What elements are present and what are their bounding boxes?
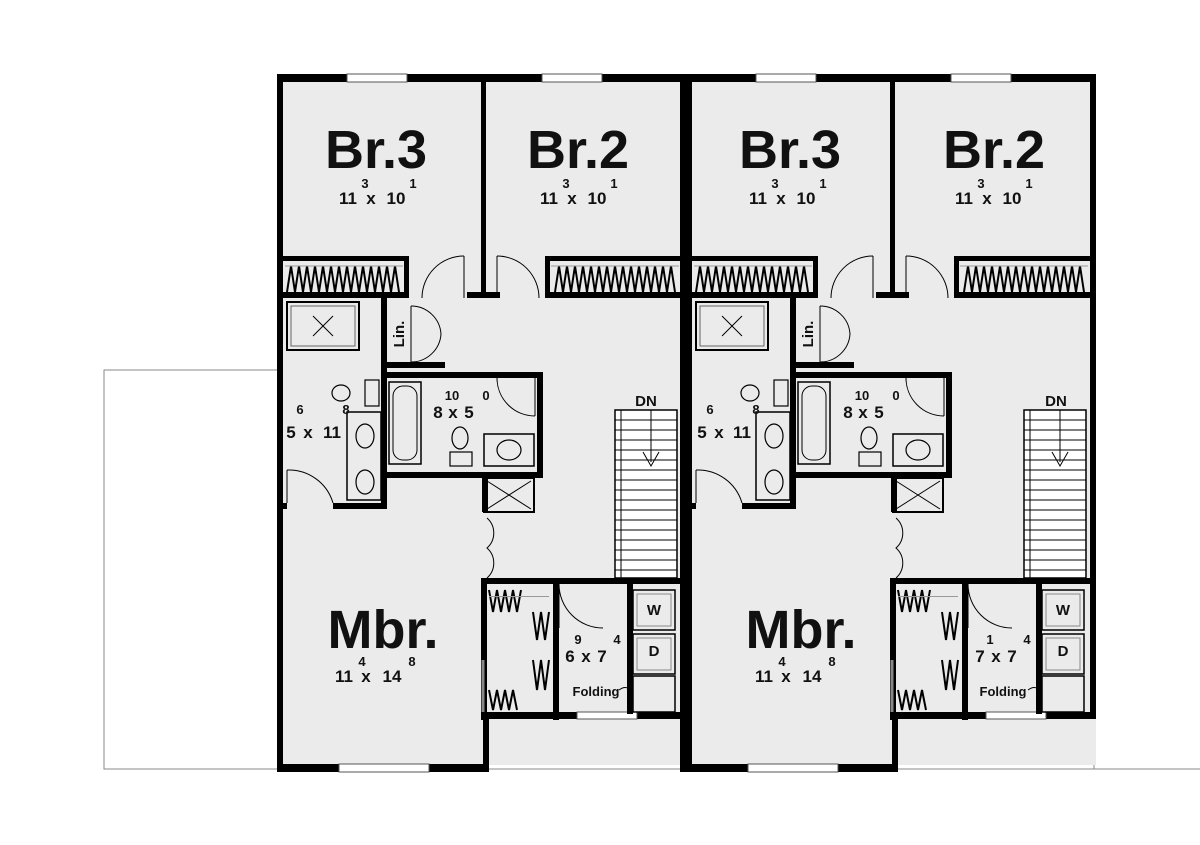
stair-dn-label: DN: [635, 393, 657, 410]
br3-width: 11: [339, 189, 357, 208]
br2-depth-in: 1: [610, 176, 617, 191]
bath2-x: x: [858, 403, 868, 422]
br3-width-in: 3: [361, 176, 368, 191]
laundry-width-in: 9: [574, 632, 581, 647]
bath2-depth-in: 0: [482, 388, 489, 403]
folding-label: Folding: [573, 684, 620, 699]
stair-dn-label: DN: [1045, 393, 1067, 410]
bath1-x: x: [303, 423, 313, 442]
dryer-label: D: [649, 643, 660, 660]
mbr-depth: 14: [383, 667, 402, 686]
laundry-depth-in: 4: [1023, 632, 1031, 647]
br2-width: 11: [955, 189, 973, 208]
bath1-depth: 11: [323, 423, 341, 442]
mbr-width-in: 4: [358, 654, 366, 669]
bath1-depth-in: 8: [752, 402, 759, 417]
mbr-width: 11: [755, 667, 773, 686]
br2-depth: 10: [588, 189, 607, 208]
bath2-depth: 5: [874, 403, 883, 422]
br2-width-in: 3: [977, 176, 984, 191]
br3-depth-in: 1: [819, 176, 826, 191]
laundry-width: 7: [975, 647, 984, 666]
laundry-x: x: [991, 647, 1001, 666]
unit-2-labels: Br.3 11 3 x 10 1 Br.2 11 3 x 10 1 Lin. 6…: [697, 120, 1071, 699]
dryer-label: D: [1058, 643, 1069, 660]
mbr-depth-in: 8: [828, 654, 835, 669]
br2-width-in: 3: [562, 176, 569, 191]
laundry-width-in: 1: [986, 632, 993, 647]
br2-x: x: [982, 189, 992, 208]
bath2-depth-in: 0: [892, 388, 899, 403]
bath2-width: 8: [433, 403, 442, 422]
mbr-label: Mbr.: [745, 600, 856, 660]
mbr-depth-in: 8: [408, 654, 415, 669]
mbr-label: Mbr.: [327, 600, 438, 660]
bath1-width-in: 6: [296, 402, 303, 417]
bath1-width: 5: [697, 423, 706, 442]
laundry-depth: 7: [1007, 647, 1016, 666]
mbr-x: x: [361, 667, 371, 686]
br3-width: 11: [749, 189, 767, 208]
br3-label: Br.3: [325, 120, 427, 180]
bath1-width: 5: [286, 423, 295, 442]
br2-label: Br.2: [527, 120, 629, 180]
laundry-width: 6: [565, 647, 574, 666]
br3-label: Br.3: [739, 120, 841, 180]
mbr-width-in: 4: [778, 654, 786, 669]
mbr-width: 11: [335, 667, 353, 686]
bath2-x: x: [448, 403, 458, 422]
bath2-width-in: 10: [445, 388, 459, 403]
unit-1-labels: Br.3 11 3 x 10 1 Br.2 11 3 x 10 1 Lin. 6…: [286, 120, 662, 699]
br2-x: x: [567, 189, 577, 208]
br3-depth-in: 1: [409, 176, 416, 191]
linen-label: Lin.: [800, 321, 817, 348]
folding-label: Folding: [980, 684, 1027, 699]
br2-depth-in: 1: [1025, 176, 1032, 191]
party-wall: [680, 74, 692, 772]
bath2-depth: 5: [464, 403, 473, 422]
br3-width-in: 3: [771, 176, 778, 191]
bath2-width-in: 10: [855, 388, 869, 403]
washer-label: W: [1056, 602, 1071, 619]
washer-label: W: [647, 602, 662, 619]
br2-width: 11: [540, 189, 558, 208]
laundry-depth: 7: [597, 647, 606, 666]
linen-label: Lin.: [391, 321, 408, 348]
bath1-depth: 11: [733, 423, 751, 442]
mbr-depth: 14: [803, 667, 822, 686]
bath1-width-in: 6: [706, 402, 713, 417]
mbr-x: x: [781, 667, 791, 686]
br2-label: Br.2: [943, 120, 1045, 180]
br2-depth: 10: [1003, 189, 1022, 208]
br3-x: x: [366, 189, 376, 208]
br3-depth: 10: [797, 189, 816, 208]
laundry-depth-in: 4: [613, 632, 621, 647]
bath1-x: x: [714, 423, 724, 442]
br3-depth: 10: [387, 189, 406, 208]
bath1-depth-in: 8: [342, 402, 349, 417]
laundry-x: x: [581, 647, 591, 666]
br3-x: x: [776, 189, 786, 208]
bath2-width: 8: [843, 403, 852, 422]
